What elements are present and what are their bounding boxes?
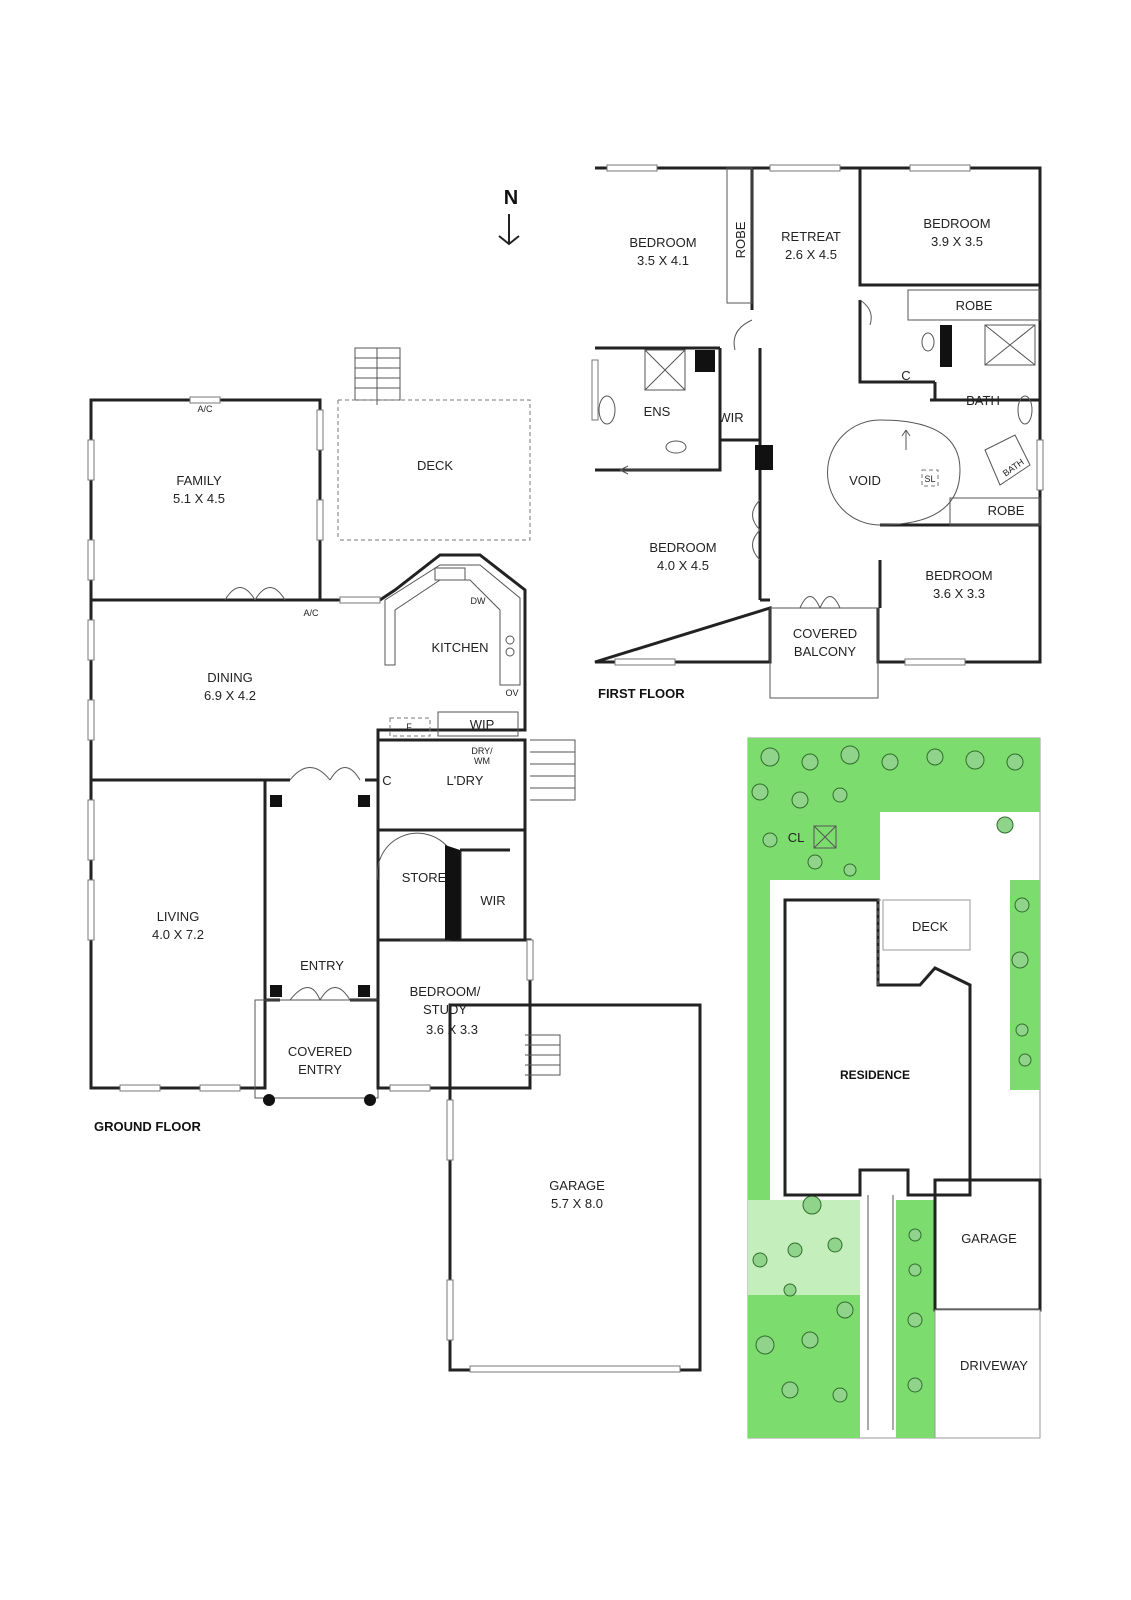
site-garage-label: GARAGE: [961, 1231, 1017, 1246]
wip-label: WIP: [470, 717, 495, 732]
bedroom-1-label: BEDROOM: [629, 235, 696, 250]
covered-entry-label-2: ENTRY: [298, 1062, 342, 1077]
clothesline-icon: [813, 825, 837, 849]
ac-label-2: A/C: [303, 608, 319, 618]
trees: [751, 745, 1032, 1403]
garage-dims: 5.7 X 8.0: [551, 1196, 603, 1211]
oven-label: OV: [505, 688, 518, 698]
ens-label: ENS: [644, 404, 671, 419]
bedroom-3-dims: 4.0 X 4.5: [657, 558, 709, 573]
bedroom-study-dims: 3.6 X 3.3: [426, 1022, 478, 1037]
bedroom-2-label: BEDROOM: [923, 216, 990, 231]
laundry-label: L'DRY: [447, 773, 484, 788]
covered-balcony-outline: [769, 607, 879, 699]
site-plan: CL DECK RESIDENCE GARAGE DRIVEWAY: [747, 737, 1042, 1439]
site-deck-label: DECK: [912, 919, 948, 934]
family-label: FAMILY: [176, 473, 222, 488]
bath-tub-label: BATH: [1001, 457, 1026, 479]
north-compass: N: [498, 187, 520, 246]
ground-floor-plan: A/C A/C FAMILY 5.1 X 4.5 DECK KITCHEN DW…: [87, 347, 702, 1373]
dishwasher-label: DW: [471, 596, 486, 606]
store-label: STORE: [402, 870, 447, 885]
bedroom-3-label: BEDROOM: [649, 540, 716, 555]
driveway-label: DRIVEWAY: [960, 1358, 1028, 1373]
family-dims: 5.1 X 4.5: [173, 491, 225, 506]
wir-label-first: WIR: [718, 410, 743, 425]
garage-label: GARAGE: [549, 1178, 605, 1193]
robe-2-label: ROBE: [956, 298, 993, 313]
bedroom-study-walls: [376, 1000, 532, 1090]
garage-walls: [448, 1003, 702, 1372]
living-dims: 4.0 X 7.2: [152, 927, 204, 942]
deck-outline: [338, 399, 531, 541]
ground-floor-title: GROUND FLOOR: [94, 1119, 201, 1134]
deck-stairs: [354, 347, 401, 405]
dining-dims: 6.9 X 4.2: [204, 688, 256, 703]
void-label: VOID: [849, 473, 881, 488]
retreat-label: RETREAT: [781, 229, 841, 244]
wir-label: WIR: [480, 893, 505, 908]
kitchen-label: KITCHEN: [431, 640, 488, 655]
first-floor-title: FIRST FLOOR: [598, 686, 685, 701]
bath-label: BATH: [966, 393, 1000, 408]
cupboard-label: C: [382, 773, 391, 788]
covered-balcony-label: COVERED: [793, 626, 857, 641]
bedroom-1-dims: 3.5 X 4.1: [637, 253, 689, 268]
cupboard-label-first: C: [901, 368, 910, 383]
first-floor-plan: BEDROOM 3.5 X 4.1 ROBE RETREAT 2.6 X 4.5…: [591, 164, 1044, 701]
bedroom-4-label: BEDROOM: [925, 568, 992, 583]
bedroom-4-dims: 3.6 X 3.3: [933, 586, 985, 601]
dining-label: DINING: [207, 670, 253, 685]
fridge-label: F: [406, 722, 412, 732]
robe-1-label: ROBE: [733, 221, 748, 258]
covered-balcony-label-2: BALCONY: [794, 644, 856, 659]
bedroom-study-label: BEDROOM/: [410, 984, 481, 999]
robe-3-label: ROBE: [988, 503, 1025, 518]
ac-label: A/C: [197, 404, 213, 414]
clothesline-label: CL: [788, 830, 805, 845]
retreat-dims: 2.6 X 4.5: [785, 247, 837, 262]
north-label: N: [504, 187, 518, 209]
bedroom-2-dims: 3.9 X 3.5: [931, 234, 983, 249]
covered-entry-label: COVERED: [288, 1044, 352, 1059]
north-arrow-icon: [498, 214, 520, 246]
washer-label: WM: [474, 756, 490, 766]
residence-label: RESIDENCE: [840, 1068, 910, 1082]
dryer-label: DRY/: [471, 746, 493, 756]
entry-label: ENTRY: [300, 958, 344, 973]
living-label: LIVING: [157, 909, 200, 924]
kitchen-sink: [434, 567, 466, 581]
bedroom-study-label-2: STUDY: [423, 1002, 467, 1017]
skylight-label: SL: [924, 474, 935, 484]
deck-label: DECK: [417, 458, 453, 473]
